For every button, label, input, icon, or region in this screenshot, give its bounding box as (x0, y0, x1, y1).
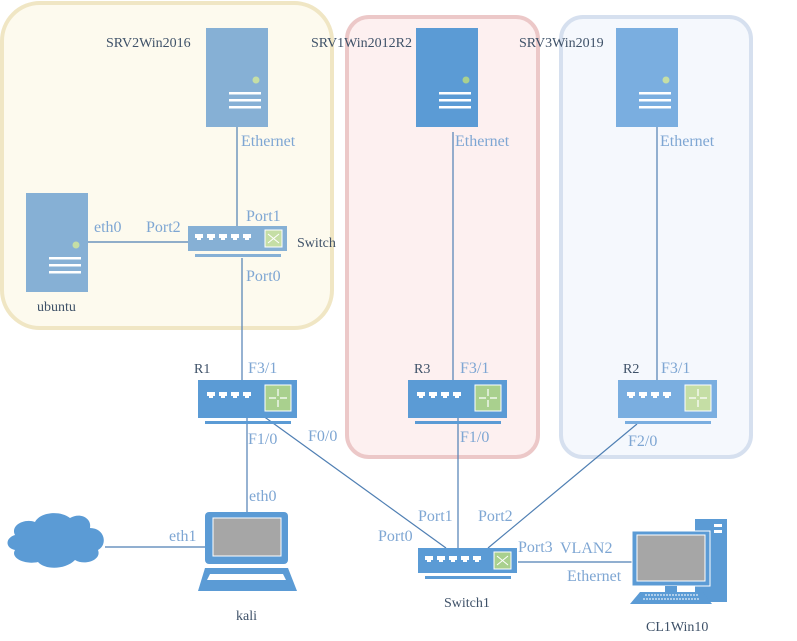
label-kali-eth1: eth1 (169, 528, 197, 545)
label-vlan: VLAN2 (560, 540, 612, 557)
zone-blue (559, 15, 753, 459)
label-ubuntu-eth0: eth0 (94, 219, 122, 236)
server-srv2[interactable] (206, 28, 268, 127)
device-name-kali: kali (236, 609, 257, 624)
device-name-ubuntu: ubuntu (37, 300, 76, 315)
label-r3-f31: F3/1 (460, 360, 489, 377)
device-name-r2: R2 (623, 362, 639, 377)
laptop-kali[interactable] (198, 512, 297, 591)
label-switch1-port1: Port1 (418, 508, 453, 525)
device-name-srv3: SRV3Win2019 (519, 36, 604, 51)
router-r3[interactable] (408, 380, 507, 424)
label-r2-f20: F2/0 (628, 433, 657, 450)
workstation-cl1[interactable] (630, 519, 727, 604)
label-srv2-ethernet: Ethernet (241, 133, 296, 150)
device-name-srv2: SRV2Win2016 (106, 36, 191, 51)
label-srv3-ethernet: Ethernet (660, 133, 715, 150)
wire-r1-switch1 (247, 404, 447, 549)
device-name-cl1: CL1Win10 (646, 620, 708, 635)
wire-r2-switch1 (487, 423, 638, 549)
label-r2-f31: F3/1 (661, 360, 690, 377)
router-r2[interactable] (618, 380, 717, 424)
device-name-r3: R3 (414, 362, 430, 377)
label-switch1-port0: Port0 (378, 528, 413, 545)
device-name-r1: R1 (194, 362, 210, 377)
label-switch1-port3: Port3 (518, 539, 553, 556)
device-name-switch: Switch (297, 236, 336, 251)
device-name-srv1: SRV1Win2012R2 (311, 36, 412, 51)
cloud-icon (7, 513, 104, 568)
server-srv1[interactable] (416, 28, 478, 127)
server-srv3[interactable] (616, 28, 678, 127)
label-r3-f10: F1/0 (460, 429, 489, 446)
label-srv1-ethernet: Ethernet (455, 133, 510, 150)
label-cl1-ethernet: Ethernet (567, 568, 622, 585)
label-r1-f10: F1/0 (248, 431, 277, 448)
label-kali-eth0: eth0 (249, 488, 277, 505)
router-r1[interactable] (198, 380, 297, 424)
label-switch-port0: Port0 (246, 268, 281, 285)
switch-switch1[interactable] (418, 548, 517, 579)
server-ubuntu[interactable] (26, 193, 88, 292)
label-switch1-port2: Port2 (478, 508, 513, 525)
label-r1-f00: F0/0 (308, 428, 337, 445)
label-switch-port1: Port1 (246, 208, 281, 225)
device-name-switch1: Switch1 (444, 596, 490, 611)
zone-red (345, 15, 540, 459)
switch-top[interactable] (188, 226, 287, 257)
label-switch-port2: Port2 (146, 219, 181, 236)
label-r1-f31: F3/1 (248, 360, 277, 377)
